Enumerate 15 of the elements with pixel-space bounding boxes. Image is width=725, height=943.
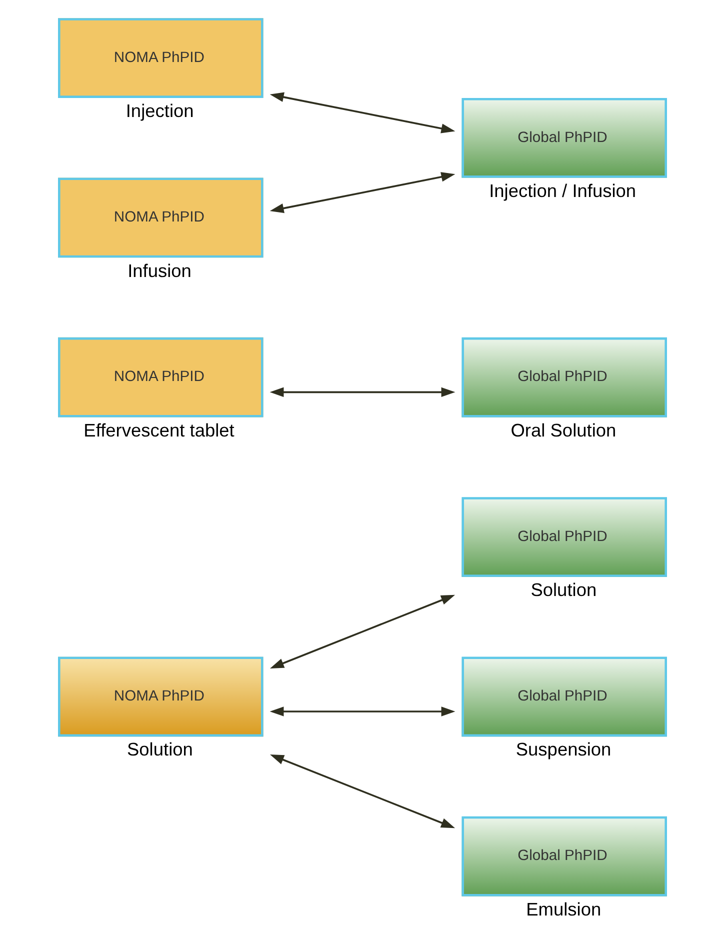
node-label: Suspension [516, 738, 612, 760]
node-label: Solution [127, 738, 193, 760]
arrow [270, 92, 456, 133]
node-label: Injection [126, 100, 194, 121]
node-label: Infusion [128, 259, 192, 280]
arrow [270, 386, 456, 397]
arrow [270, 594, 456, 668]
node-label: Oral Solution [510, 418, 616, 440]
node-label: Injection / Infusion [489, 179, 636, 200]
arrow [270, 706, 456, 716]
node-label: Solution [530, 578, 597, 600]
node-label: Emulsion [526, 898, 602, 919]
arrow [270, 172, 456, 213]
node-label: Effervescent tablet [84, 418, 234, 440]
arrow [270, 754, 456, 828]
